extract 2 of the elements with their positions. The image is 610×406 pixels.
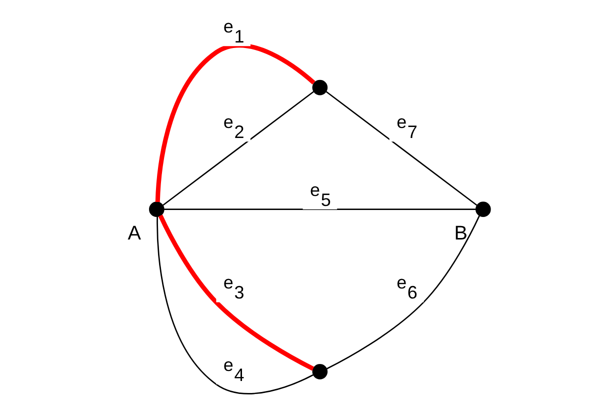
node-label: B [454,222,468,245]
node-label: A [127,222,141,245]
